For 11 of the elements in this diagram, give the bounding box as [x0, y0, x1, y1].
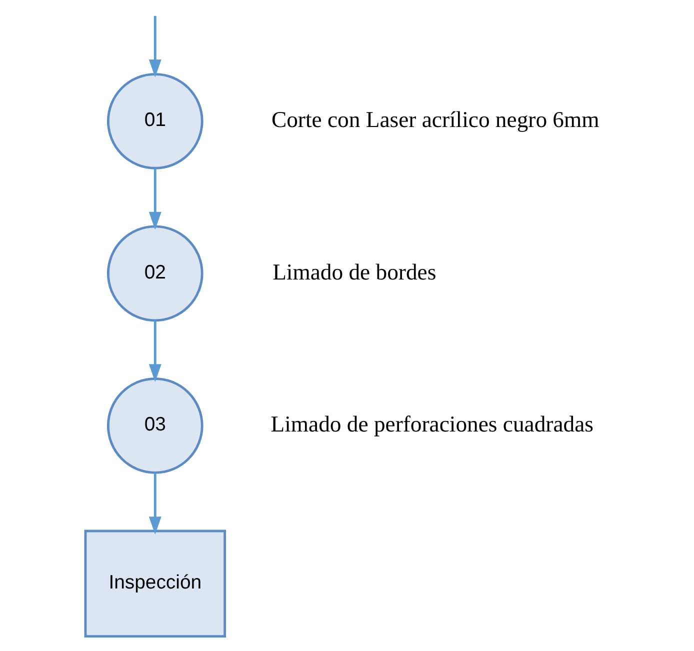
node-label: Limado de perforaciones cuadradas — [270, 412, 593, 437]
node-circle: 03 — [106, 378, 203, 474]
node-circle: 01 — [106, 72, 203, 170]
node-label: Corte con Laser acrílico negro 6mm — [270, 107, 599, 132]
node-box: Inspección — [84, 530, 226, 638]
arrow — [148, 168, 161, 230]
arrow — [148, 472, 161, 534]
arrow — [148, 320, 161, 382]
arrow — [148, 16, 161, 78]
node-label: Limado de bordes — [272, 259, 436, 284]
node-circle: 02 — [106, 225, 203, 322]
